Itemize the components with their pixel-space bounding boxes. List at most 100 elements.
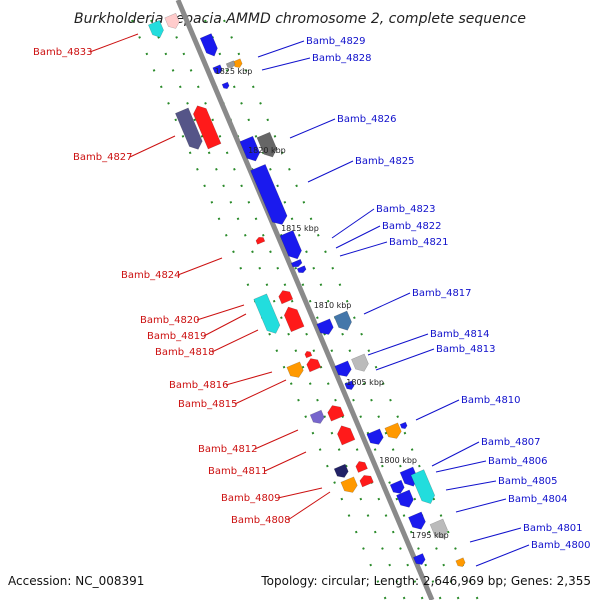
gene-arrow: [359, 475, 374, 488]
gene-arrow: [255, 236, 266, 245]
gene-arrow: [384, 422, 402, 439]
gene-arrow: [225, 60, 236, 69]
gene-label-right: Bamb_4805: [498, 476, 558, 487]
gene-arrow: [399, 421, 408, 430]
gene-leader-line: [375, 348, 435, 371]
gene-arrow-shape: [255, 236, 266, 245]
gene-label-left: Bamb_4808: [231, 515, 291, 526]
gene-arrow: [175, 107, 203, 150]
gene-label-right: Bamb_4801: [523, 523, 583, 534]
gene-arrow: [256, 131, 278, 158]
gene-label-right: Bamb_4817: [412, 288, 472, 299]
gene-label-left: Bamb_4818: [155, 347, 215, 358]
gene-label-left: Bamb_4827: [73, 152, 133, 163]
gene-leader-line: [287, 491, 331, 521]
gene-label-left: Bamb_4816: [169, 380, 229, 391]
scale-tick-label: 1820 kbp: [248, 146, 286, 155]
gene-arrow-shape: [455, 557, 466, 567]
gene-arrow: [286, 361, 304, 378]
gene-arrow: [278, 290, 294, 305]
gene-leader-line: [225, 371, 273, 386]
gene-arrow: [408, 511, 426, 530]
gene-arrow-shape: [278, 290, 294, 305]
scale-tick-label: 1825 kbp: [215, 67, 253, 76]
gene-label-right: Bamb_4814: [430, 329, 490, 340]
gene-leader-line: [339, 241, 388, 257]
scale-tick-label: 1795 kbp: [411, 531, 449, 540]
gene-leader-line: [257, 40, 305, 58]
scale-tick-label: 1800 kbp: [379, 456, 417, 465]
gene-arrow-shape: [225, 60, 236, 69]
gene-arrow: [327, 405, 345, 422]
gene-arrow-shape: [212, 64, 223, 74]
gene-arrow-shape: [221, 81, 230, 90]
gene-leader-line: [196, 304, 245, 321]
gene-arrow: [344, 380, 355, 390]
gene-arrow-shape: [239, 135, 261, 162]
gene-arrow-shape: [232, 58, 243, 68]
gene-label-right: Bamb_4823: [376, 204, 436, 215]
gene-label-left: Bamb_4809: [221, 493, 281, 504]
gene-leader-line: [89, 33, 139, 53]
gene-arrow-shape: [199, 33, 218, 57]
gene-leader-line: [254, 429, 299, 450]
gene-leader-line: [261, 57, 311, 71]
gene-arrow-shape: [355, 461, 368, 473]
gene-arrow-shape: [351, 353, 369, 372]
gene-arrow-shape: [283, 306, 305, 333]
gene-arrow-shape: [286, 361, 304, 378]
gene-arrow-shape: [340, 476, 358, 493]
gene-arrow: [253, 293, 281, 334]
gene-arrow-shape: [333, 310, 352, 331]
gene-leader-line: [431, 441, 480, 467]
gene-label-left: Bamb_4833: [33, 47, 93, 58]
gene-arrow: [193, 105, 222, 150]
gene-arrow: [410, 469, 436, 504]
gene-arrow: [309, 409, 325, 424]
gene-arrow-shape: [290, 258, 303, 268]
gene-label-right: Bamb_4829: [306, 36, 366, 47]
gene-arrow: [283, 306, 305, 333]
gene-label-left: Bamb_4820: [140, 315, 200, 326]
gene-arrow-shape: [253, 293, 281, 334]
gene-arrow: [296, 265, 307, 274]
gene-arrow-shape: [389, 479, 405, 494]
gene-arrow: [333, 310, 352, 331]
gene-arrow: [351, 353, 369, 372]
gene-label-right: Bamb_4806: [488, 456, 548, 467]
gene-label-right: Bamb_4800: [531, 540, 591, 551]
gene-leader-line: [129, 135, 176, 158]
gene-leader-line: [445, 480, 497, 491]
gene-label-left: Bamb_4815: [178, 399, 238, 410]
gene-labels: Bamb_4833Bamb_4827Bamb_4824Bamb_4820Bamb…: [33, 33, 591, 567]
gene-arrow: [221, 81, 230, 90]
gene-leader-line: [211, 329, 259, 353]
gene-label-right: Bamb_4807: [481, 437, 541, 448]
gene-leader-line: [331, 208, 375, 239]
track-guides: [131, 19, 479, 600]
gene-leader-line: [455, 498, 507, 513]
gene-leader-line: [234, 379, 287, 405]
gene-arrow: [455, 557, 466, 567]
gene-arrow-shape: [396, 489, 414, 508]
gene-leader-line: [277, 487, 323, 499]
gene-arrow-shape: [304, 350, 313, 359]
gene-arrow: [337, 425, 356, 446]
gene-label-left: Bamb_4812: [198, 444, 258, 455]
gene-arrow: [340, 476, 358, 493]
gene-arrow: [306, 358, 322, 373]
gene-leader-line: [415, 399, 460, 421]
gene-arrow-shape: [384, 422, 402, 439]
gene-arrow-shape: [359, 475, 374, 488]
gene-arrow: [250, 164, 288, 225]
gene-arrow: [212, 64, 223, 74]
gene-leader-line: [367, 333, 429, 356]
scale-tick-label: 1810 kbp: [314, 301, 352, 310]
chromosome-backbone: [175, 0, 435, 600]
gene-arrow-shape: [366, 428, 384, 445]
gene-label-right: Bamb_4813: [436, 344, 496, 355]
gene-arrow: [290, 258, 303, 268]
map-title: Burkholderia cepacia AMMD chromosome 2, …: [74, 11, 526, 27]
